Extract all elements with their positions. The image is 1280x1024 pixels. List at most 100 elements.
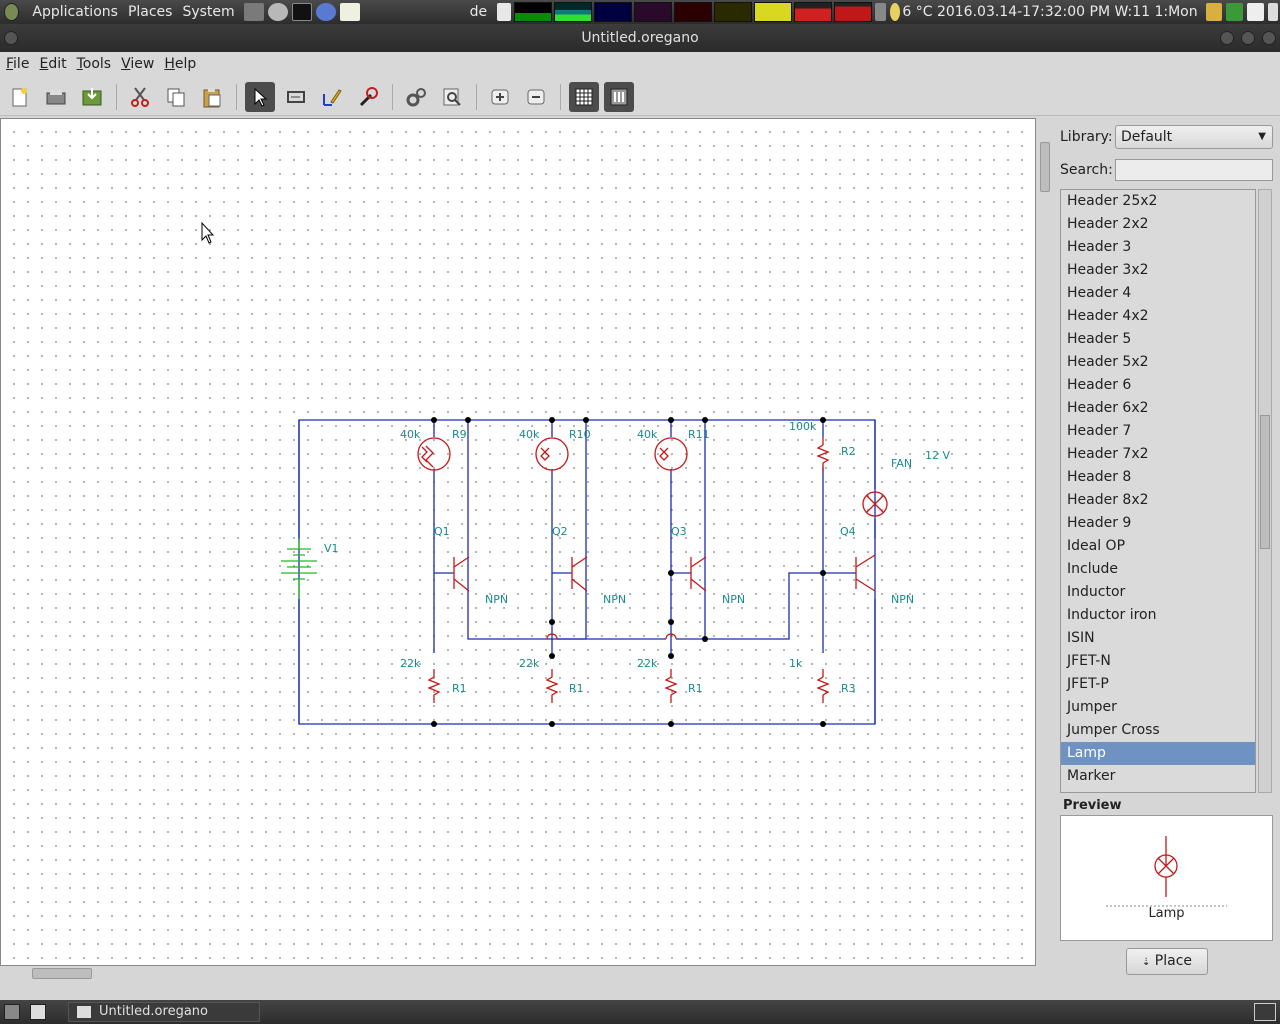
- list-item[interactable]: Marker: [1067, 768, 1116, 784]
- q3-label: Q3: [671, 525, 687, 538]
- workspace-switcher-icon[interactable]: [1254, 1003, 1276, 1021]
- list-item[interactable]: Jumper Cross: [1067, 722, 1160, 738]
- paste-button[interactable]: [197, 82, 227, 112]
- wire-tool-button[interactable]: [317, 82, 347, 112]
- canvas-vertical-scrollbar[interactable]: [1036, 118, 1054, 966]
- toolbar-separator: [476, 84, 477, 110]
- list-item[interactable]: Header 8: [1067, 469, 1132, 485]
- select-tool-button[interactable]: [245, 82, 275, 112]
- open-file-button[interactable]: [41, 82, 71, 112]
- search-icon[interactable]: [497, 3, 511, 21]
- zoom-out-button[interactable]: [521, 82, 551, 112]
- toolbar-separator: [236, 84, 237, 110]
- list-item[interactable]: Header 25x2: [1067, 193, 1158, 209]
- list-item[interactable]: Header 3: [1067, 239, 1132, 255]
- list-item[interactable]: Header 2x2: [1067, 216, 1149, 232]
- place-button[interactable]: ⇣ Place: [1126, 948, 1208, 975]
- netlist-button[interactable]: [604, 82, 634, 112]
- list-item[interactable]: Header 5: [1067, 331, 1132, 347]
- text-editor-icon[interactable]: [339, 3, 360, 21]
- system-menu[interactable]: System: [182, 4, 235, 20]
- logout-icon[interactable]: [1226, 3, 1244, 21]
- vertical-scroll-thumb[interactable]: [1040, 142, 1050, 192]
- list-item[interactable]: Header 9: [1067, 515, 1132, 531]
- list-item[interactable]: Header 7: [1067, 423, 1132, 439]
- grid-toggle-button[interactable]: [569, 82, 599, 112]
- list-item[interactable]: Header 4: [1067, 285, 1132, 301]
- save-file-button[interactable]: [77, 82, 107, 112]
- gnome-foot-icon[interactable]: [4, 3, 20, 21]
- battery-v1: [281, 539, 317, 599]
- part-list[interactable]: Header 25x2 Header 2x2 Header 3 Header 3…: [1060, 189, 1256, 793]
- new-file-button[interactable]: [5, 82, 35, 112]
- keyboard-layout[interactable]: de: [469, 4, 488, 20]
- terminal-icon[interactable]: [291, 3, 312, 21]
- browser-icon[interactable]: [315, 3, 336, 21]
- places-menu[interactable]: Places: [127, 4, 173, 20]
- show-desktop-icon[interactable]: [4, 1004, 20, 1020]
- r9-value-label: 40k: [400, 428, 421, 441]
- window-titlebar[interactable]: Untitled.oregano: [0, 24, 1280, 52]
- place-icon: ⇣: [1141, 957, 1151, 968]
- copy-button[interactable]: [161, 82, 191, 112]
- list-item[interactable]: JFET-N: [1067, 653, 1111, 669]
- junctions: [431, 417, 826, 727]
- r2-label: R2: [841, 445, 856, 458]
- update-icon[interactable]: [1247, 3, 1264, 21]
- list-item[interactable]: Header 7x2: [1067, 446, 1149, 462]
- menu-help[interactable]: Help: [164, 56, 197, 72]
- q1-label: Q1: [434, 525, 450, 538]
- list-item[interactable]: Header 8x2: [1067, 492, 1149, 508]
- part-list-scrollbar[interactable]: [1258, 189, 1272, 793]
- list-item[interactable]: Ideal OP: [1067, 538, 1126, 554]
- schematic-canvas[interactable]: 40k R9 40k R10 40k R11 100k R2 FAN 12 V …: [0, 118, 1036, 966]
- settings-button[interactable]: [401, 82, 431, 112]
- r10-label: R10: [569, 428, 591, 441]
- q2-label: Q2: [552, 525, 568, 538]
- notification-icon[interactable]: [1205, 3, 1223, 21]
- list-item[interactable]: Include: [1067, 561, 1118, 577]
- window-list-icon[interactable]: [30, 1004, 46, 1020]
- window-menu-button[interactable]: [4, 31, 18, 45]
- horizontal-scroll-thumb[interactable]: [32, 968, 92, 979]
- list-item-selected[interactable]: Lamp: [1061, 742, 1255, 765]
- list-item[interactable]: ISIN: [1067, 630, 1095, 646]
- clock-readout[interactable]: 6 °C 2016.03.14-17:32:00 PM W:11 1:Mon: [902, 4, 1198, 20]
- search-input[interactable]: [1115, 159, 1273, 181]
- list-item[interactable]: Header 5x2: [1067, 354, 1149, 370]
- maximize-button[interactable]: [1241, 31, 1255, 45]
- list-item[interactable]: Inductor iron: [1067, 607, 1157, 623]
- simulate-button[interactable]: [437, 82, 467, 112]
- library-select[interactable]: Default ▼: [1115, 125, 1273, 149]
- list-item[interactable]: JFET-P: [1067, 676, 1109, 692]
- list-item[interactable]: Header 3x2: [1067, 262, 1149, 278]
- menu-tools[interactable]: Tools: [76, 56, 112, 72]
- part-tool-button[interactable]: [353, 82, 383, 112]
- weather-icon[interactable]: [890, 3, 901, 21]
- minimize-button[interactable]: [1220, 31, 1234, 45]
- clock-icon[interactable]: [267, 3, 288, 21]
- list-item[interactable]: Header 4x2: [1067, 308, 1149, 324]
- volume-icon[interactable]: [874, 3, 887, 21]
- list-item[interactable]: Header 6x2: [1067, 400, 1149, 416]
- taskbar-item[interactable]: Untitled.oregano: [68, 1002, 260, 1022]
- calculator-icon[interactable]: [243, 3, 264, 21]
- canvas-horizontal-scrollbar[interactable]: [0, 966, 1036, 982]
- list-item[interactable]: Inductor: [1067, 584, 1126, 600]
- menu-file[interactable]: File: [6, 56, 30, 72]
- cut-button[interactable]: [125, 82, 155, 112]
- menu-edit[interactable]: Edit: [39, 56, 67, 72]
- text-tool-button[interactable]: [281, 82, 311, 112]
- close-button[interactable]: [1262, 31, 1276, 45]
- r1b-label: R1: [569, 682, 584, 695]
- fan-monitor: [833, 2, 872, 22]
- fan-label: FAN: [891, 457, 912, 470]
- top-panel: Applications Places System de 6 °C 2016.…: [0, 0, 1280, 24]
- menu-view[interactable]: View: [121, 56, 155, 72]
- part-list-scroll-thumb[interactable]: [1260, 415, 1270, 549]
- list-item[interactable]: Header 6: [1067, 377, 1132, 393]
- applications-menu[interactable]: Applications: [32, 4, 118, 20]
- list-item[interactable]: Jumper: [1067, 699, 1117, 715]
- zoom-in-button[interactable]: [485, 82, 515, 112]
- battery-icon[interactable]: [1267, 3, 1278, 21]
